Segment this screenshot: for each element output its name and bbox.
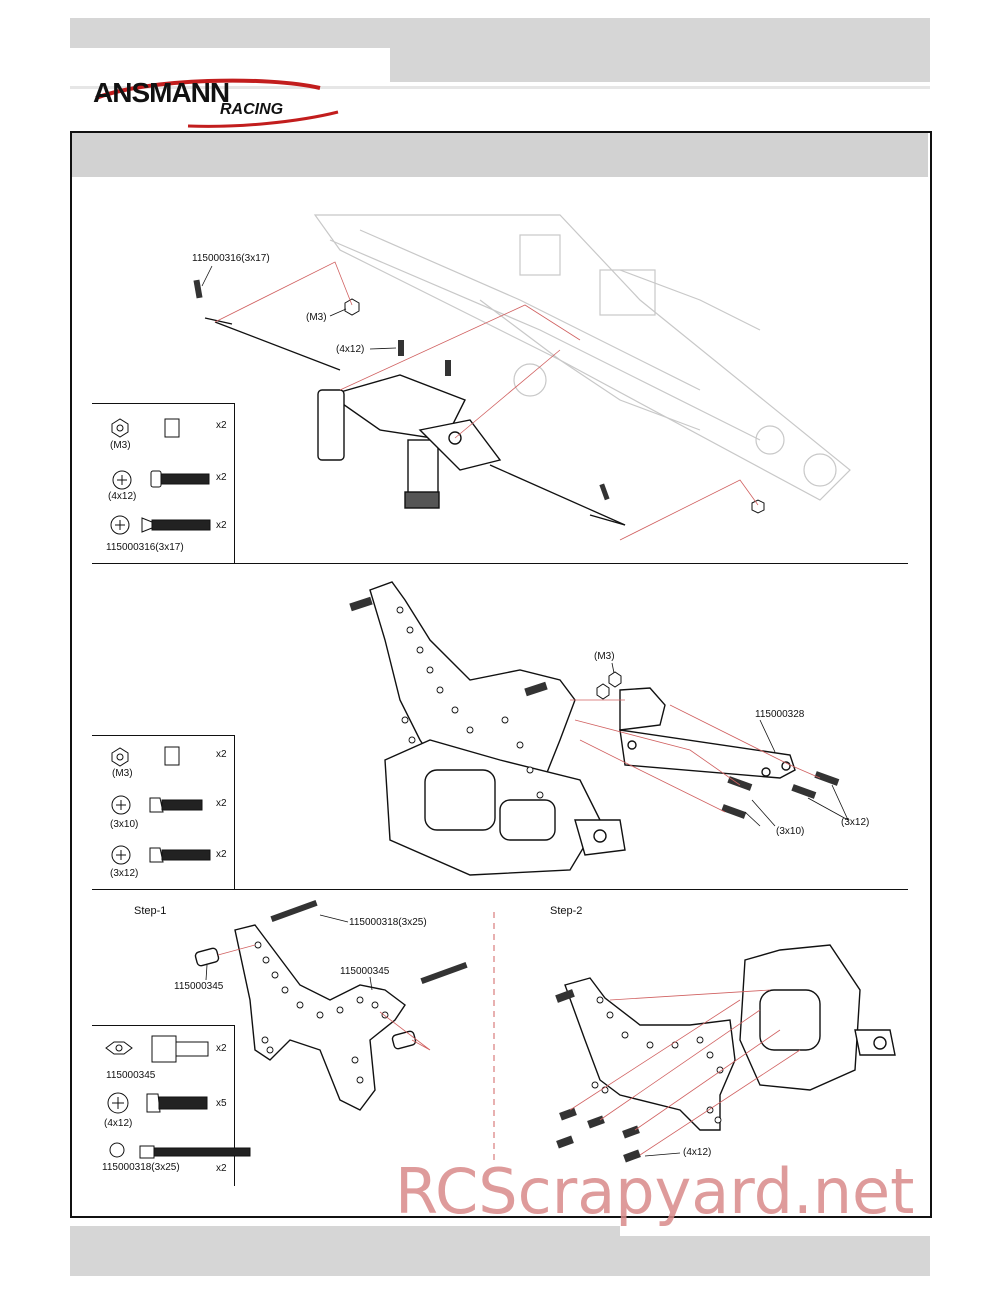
part-label: 115000318(3x25) <box>102 1162 180 1173</box>
callout-screw-3x12: (3x12) <box>841 817 870 828</box>
brand-logo: ANSMANN <box>93 77 230 108</box>
step-2-label: Step-2 <box>550 905 583 917</box>
part-qty: x2 <box>216 849 227 860</box>
step-1-label: Step-1 <box>134 905 167 917</box>
callout-screw-3x17: 115000316(3x17) <box>192 253 270 264</box>
part-label: (3x10) <box>110 819 139 830</box>
callout-nut-m3: (M3) <box>306 312 327 323</box>
callout-screw-4x12: (4x12) <box>336 344 365 355</box>
parts-box-3 <box>92 1025 235 1186</box>
logo-swoosh-icon <box>95 78 339 128</box>
callout-screws-4x12: (4x12) <box>683 1147 712 1158</box>
footer-cutout <box>620 1226 930 1236</box>
part-label: 115000345 <box>106 1070 156 1081</box>
part-qty: x2 <box>216 798 227 809</box>
part-qty: x2 <box>216 472 227 483</box>
part-qty: x2 <box>216 420 227 431</box>
part-qty: x2 <box>216 520 227 531</box>
parts-box-1 <box>92 403 235 564</box>
part-label: (3x12) <box>110 868 139 879</box>
part-label: (4x12) <box>104 1118 133 1129</box>
part-label: (4x12) <box>108 491 137 502</box>
callout-screw-3x10: (3x10) <box>776 826 805 837</box>
section-divider-1 <box>92 563 908 564</box>
part-label: 115000316(3x17) <box>106 542 184 553</box>
part-label: (M3) <box>112 768 133 779</box>
part-label: (M3) <box>110 440 131 451</box>
parts-box-2 <box>92 735 235 890</box>
callout-bracket-115000328: 115000328 <box>755 709 805 720</box>
part-qty: x5 <box>216 1098 227 1109</box>
callout-screw-3x25: 115000318(3x25) <box>349 917 427 928</box>
callout-nut-m3: (M3) <box>594 651 615 662</box>
header-line <box>70 86 930 89</box>
brand-logo-sub: RACING <box>220 101 284 118</box>
title-band <box>72 133 928 177</box>
callout-standoff-left: 115000345 <box>174 981 224 992</box>
section-divider-2 <box>92 889 908 890</box>
watermark: RCScrapyard.net <box>395 1155 915 1228</box>
callout-standoff-right: 115000345 <box>340 966 390 977</box>
part-qty: x2 <box>216 1163 227 1174</box>
part-qty: x2 <box>216 749 227 760</box>
part-qty: x2 <box>216 1043 227 1054</box>
